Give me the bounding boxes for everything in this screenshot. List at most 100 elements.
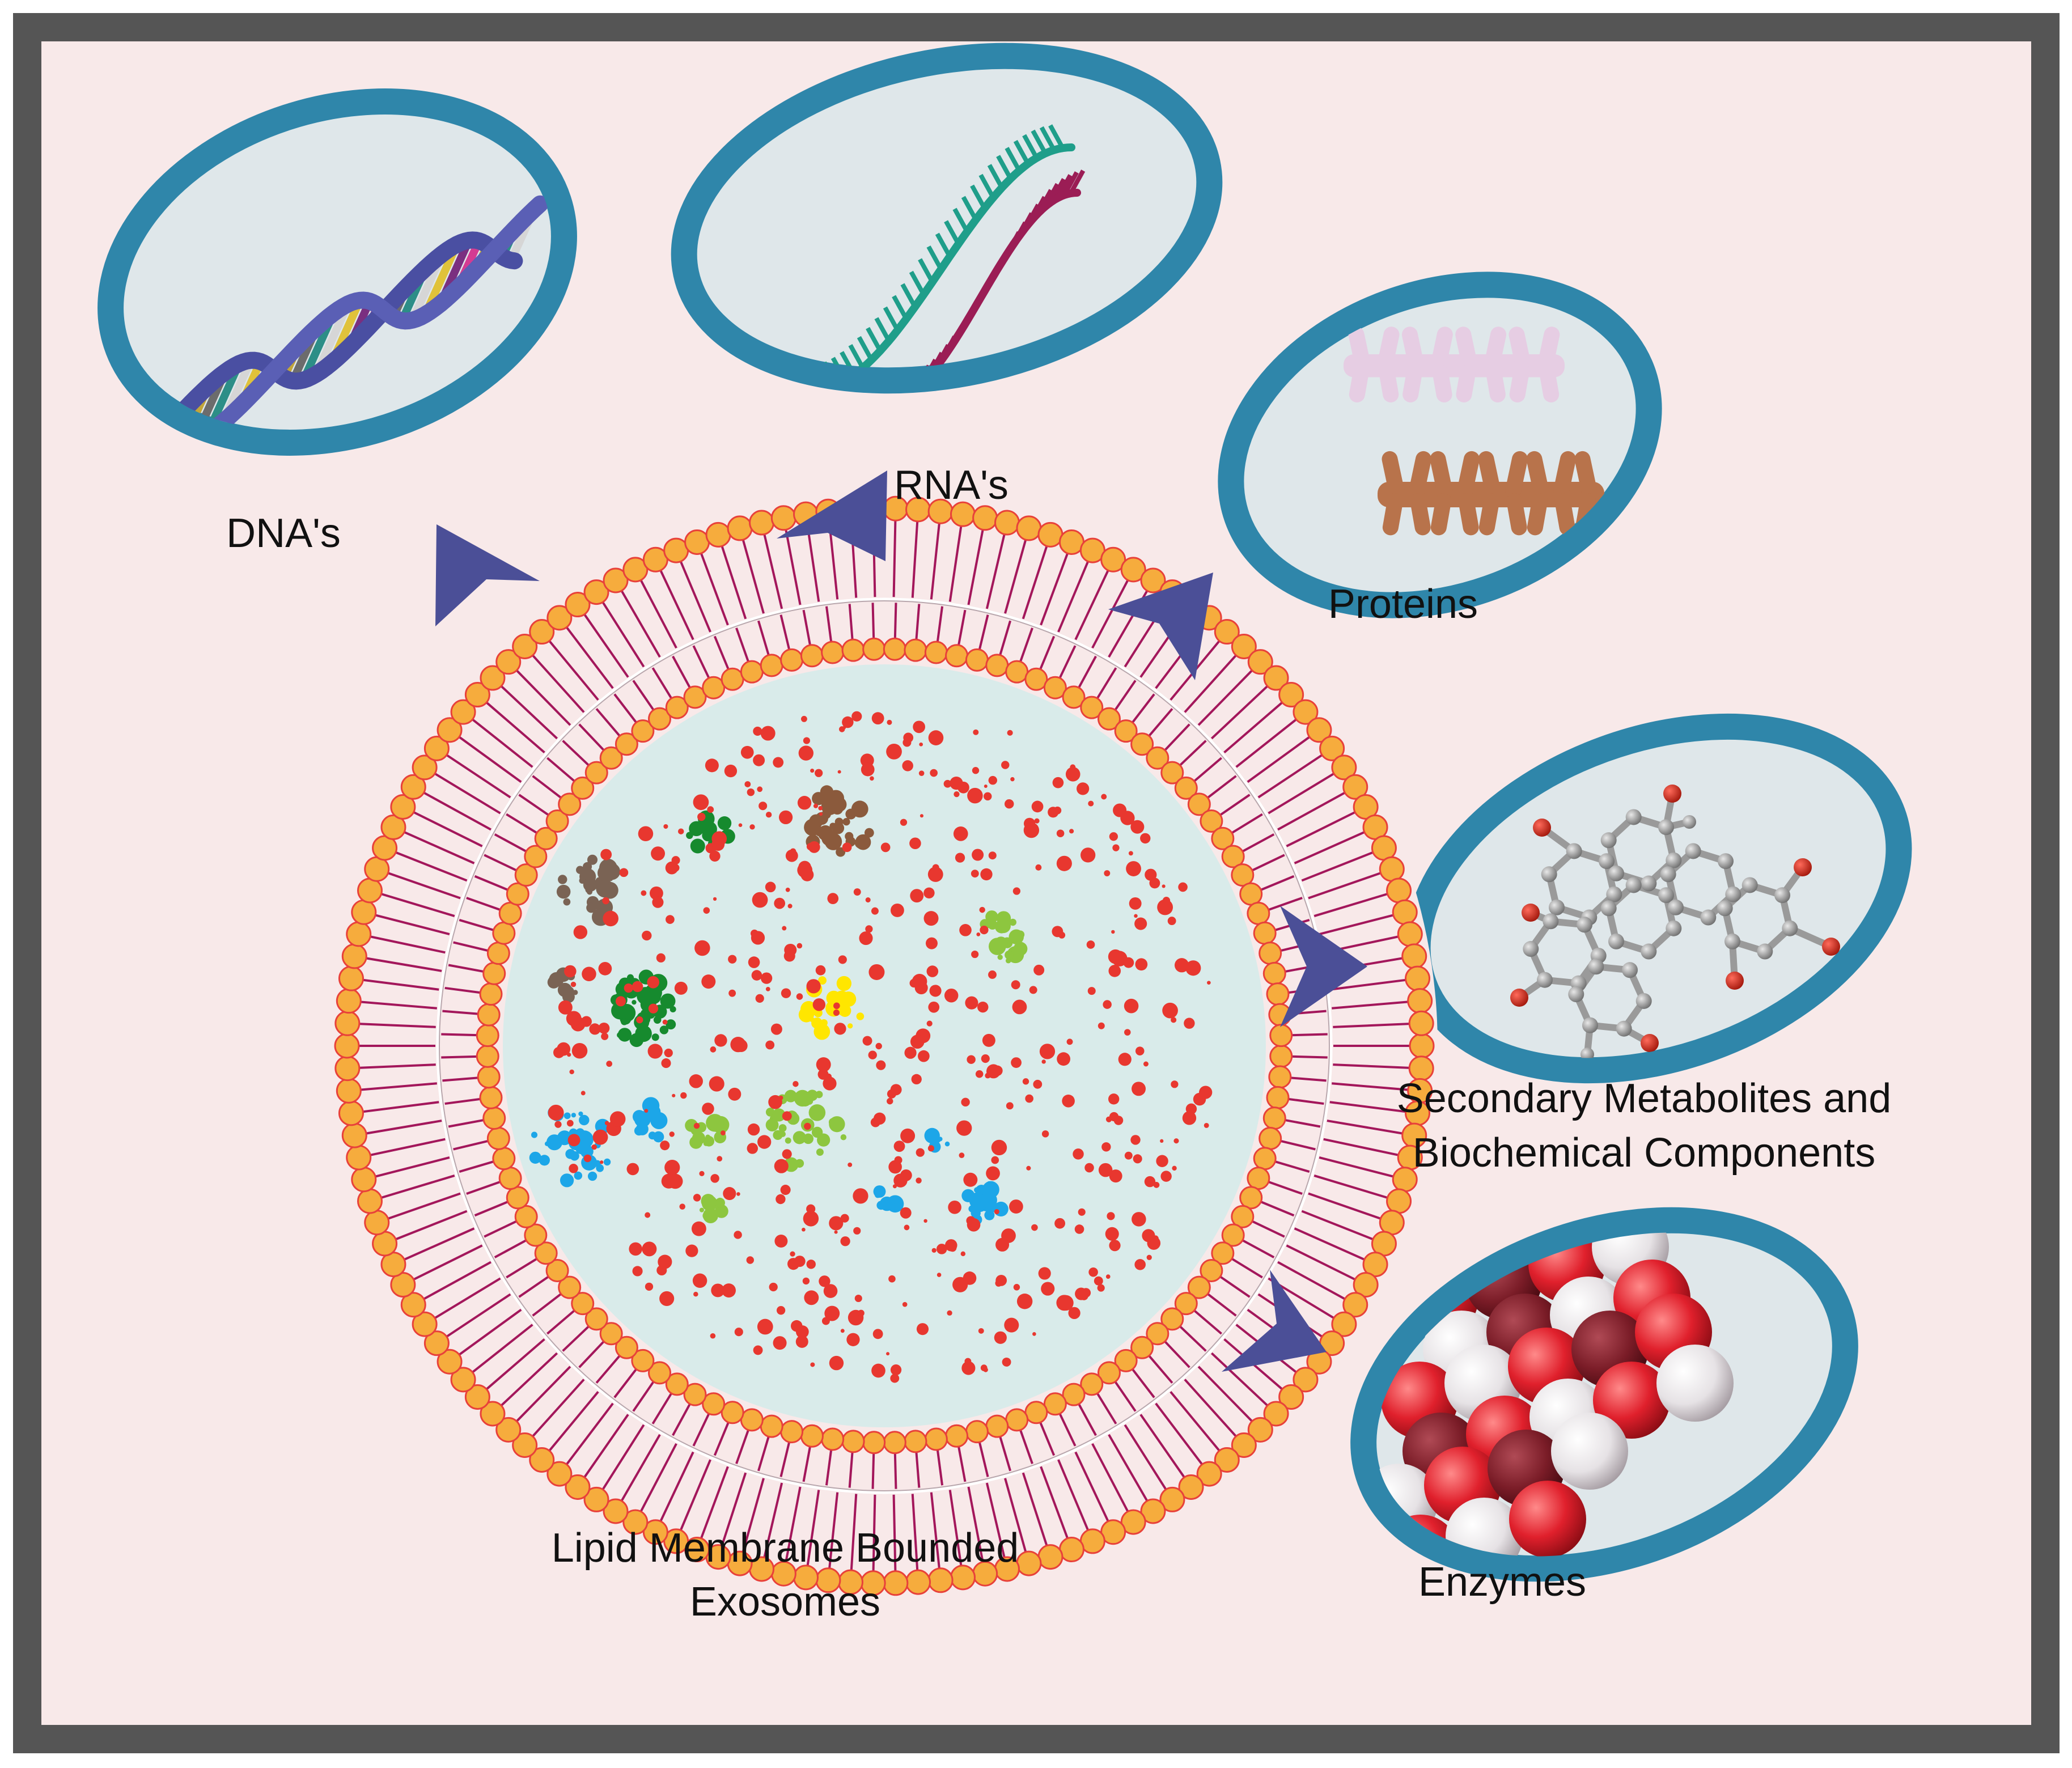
molecule-ball-stick-icon xyxy=(1510,785,1840,1061)
protein-loop xyxy=(1382,451,1405,499)
cargo-particle xyxy=(819,812,823,816)
molecule-atom xyxy=(1566,843,1582,859)
cargo-particle xyxy=(722,1283,736,1298)
molecule-atom xyxy=(1568,986,1584,1003)
cargo-particle xyxy=(634,1126,644,1136)
lipid-head-outer xyxy=(423,1330,450,1356)
cargo-particle xyxy=(965,996,978,1010)
cargo-particle xyxy=(876,1201,886,1210)
cargo-particle xyxy=(1012,887,1020,895)
cargo-particle xyxy=(567,1134,581,1147)
lipid-head-inner xyxy=(1231,1205,1255,1228)
cargo-particle xyxy=(601,1032,609,1040)
cargo-particle xyxy=(816,1148,824,1156)
lipid-head-inner xyxy=(1200,1258,1223,1282)
protein-loop xyxy=(1457,451,1480,499)
cargo-particle xyxy=(823,1284,838,1298)
lipid-head-outer xyxy=(1214,619,1240,645)
lipid-head-inner xyxy=(1239,882,1263,906)
lipid-head-inner xyxy=(1024,667,1048,691)
cargo-particle xyxy=(645,1282,654,1291)
cargo-particle xyxy=(793,1131,806,1144)
lipid-head-inner xyxy=(479,1086,503,1109)
cargo-particle xyxy=(1005,957,1011,964)
lipid-head-outer xyxy=(1231,633,1257,659)
cargo-particle xyxy=(693,1291,698,1297)
cargo-particle xyxy=(1105,1227,1119,1241)
lipid-head-inner xyxy=(599,1322,623,1346)
lipid-head-outer xyxy=(1397,921,1423,947)
lipid-head-inner xyxy=(1130,1335,1154,1359)
cargo-particle xyxy=(1006,1102,1014,1110)
lipid-head-outer xyxy=(372,1231,398,1257)
molecule-atom xyxy=(1581,1048,1594,1061)
cargo-particle xyxy=(880,842,891,853)
cargo-particle xyxy=(930,769,938,777)
lipid-head-outer xyxy=(338,1100,364,1126)
cargo-particle xyxy=(834,1023,846,1035)
cargo-particle xyxy=(796,943,803,949)
lipid-head-inner xyxy=(1005,1408,1029,1432)
cargo-particle xyxy=(842,842,852,853)
cargo-particle xyxy=(660,1140,670,1151)
lipid-head-outer xyxy=(565,592,591,618)
cargo-particle xyxy=(1007,730,1013,736)
cargo-particle xyxy=(967,787,983,804)
cargo-particle xyxy=(604,1121,609,1126)
cargo-particle xyxy=(787,904,793,909)
cargo-particle xyxy=(1097,1284,1105,1292)
cargo-particle xyxy=(1185,960,1201,976)
lipid-head-inner xyxy=(514,863,538,887)
molecule-atom xyxy=(1757,943,1773,960)
cargo-particle xyxy=(931,1248,937,1253)
cargo-particle xyxy=(571,1113,577,1118)
lipid-head-outer xyxy=(603,567,629,593)
cargo-particle xyxy=(842,716,854,728)
cargo-particle xyxy=(854,1294,862,1303)
cargo-particle xyxy=(984,792,992,801)
lipid-head-inner xyxy=(965,648,989,672)
cargo-particle xyxy=(1134,914,1138,918)
cargo-particle xyxy=(759,802,768,811)
cargo-particle xyxy=(785,1137,791,1144)
cargo-particle xyxy=(1054,1218,1065,1229)
cargo-particle xyxy=(959,924,972,936)
lipid-head-outer xyxy=(1037,1544,1063,1570)
cargo-particle xyxy=(705,758,719,773)
cargo-particle xyxy=(838,1004,851,1017)
lipid-head-inner xyxy=(482,1106,506,1130)
cargo-particle xyxy=(624,983,633,993)
lipid-head-inner xyxy=(492,1147,516,1171)
lipid-head-inner xyxy=(821,1427,845,1451)
lipid-head-inner xyxy=(477,1065,501,1089)
cargo-particle xyxy=(978,1328,984,1334)
lipid-head-inner xyxy=(1253,921,1277,945)
lipid-head-outer xyxy=(1016,1550,1042,1576)
lipid-head-inner xyxy=(1259,942,1282,965)
cargo-particle xyxy=(980,868,993,881)
cargo-particle xyxy=(1031,1224,1038,1231)
lipid-head-inner xyxy=(1187,792,1211,816)
cargo-particle xyxy=(1002,1357,1011,1367)
cargo-particle xyxy=(563,1112,571,1120)
lipid-head-outer xyxy=(927,1567,954,1593)
cargo-particle xyxy=(782,926,787,931)
cargo-particle xyxy=(689,1135,703,1149)
lipid-head-outer xyxy=(705,522,731,548)
cargo-particle xyxy=(977,1001,989,1013)
cargo-particle xyxy=(765,811,772,818)
cargo-particle xyxy=(1184,1017,1195,1029)
cargo-particle xyxy=(793,1080,799,1087)
cargo-particle xyxy=(774,1234,788,1248)
cargo-particle xyxy=(1130,820,1145,834)
cargo-particle xyxy=(947,1310,952,1316)
rna-nucleotide xyxy=(1048,124,1065,150)
cargo-particle xyxy=(1009,1199,1023,1214)
cargo-particle xyxy=(871,907,879,915)
cargo-particle xyxy=(971,870,979,878)
cargo-particle xyxy=(598,1022,610,1034)
exosome-cargo xyxy=(529,711,1213,1383)
cargo-particle xyxy=(701,974,716,989)
cargo-particle xyxy=(666,915,675,924)
cargo-particle xyxy=(983,1367,988,1372)
